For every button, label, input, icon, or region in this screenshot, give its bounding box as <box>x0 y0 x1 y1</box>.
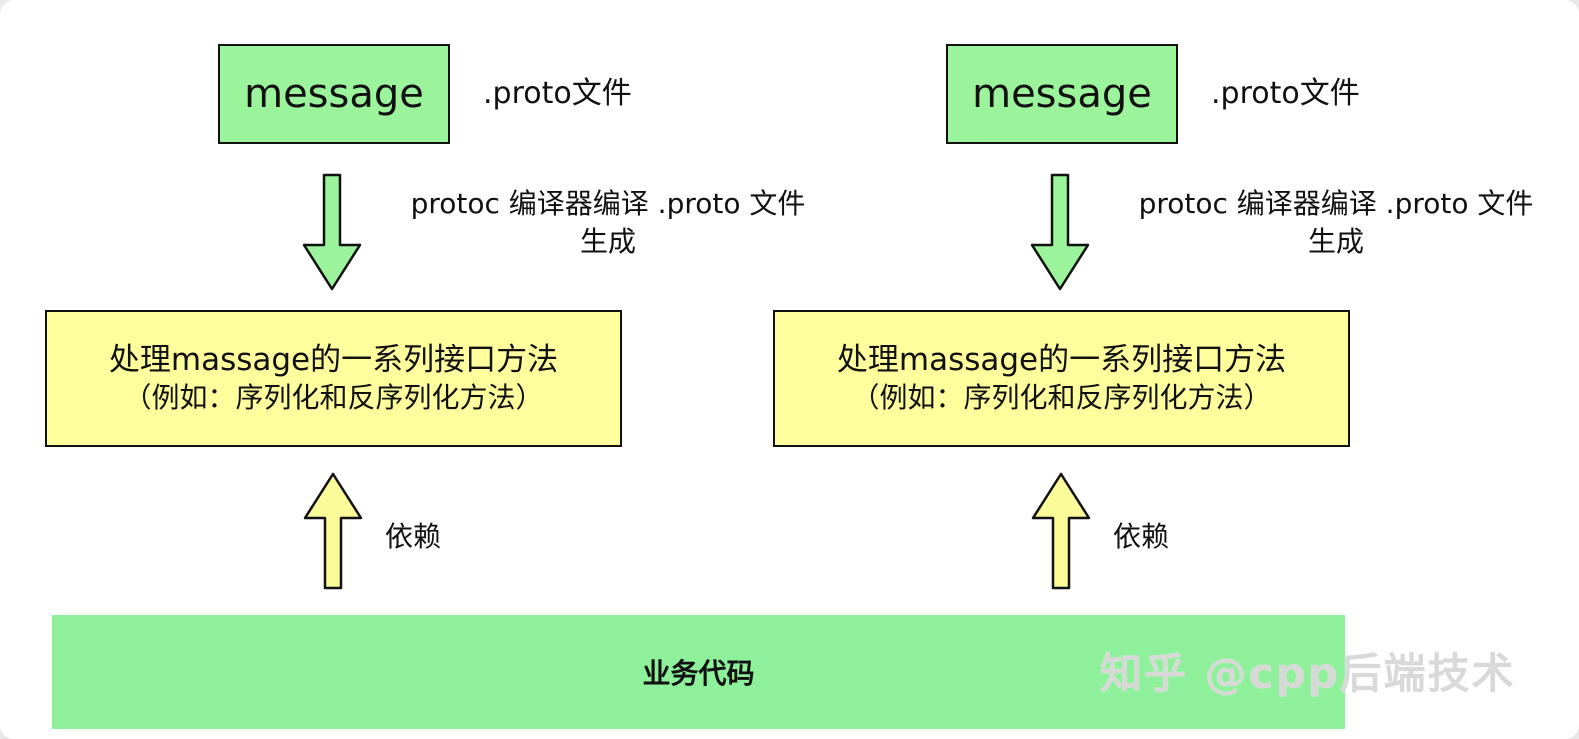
depend-label-right: 依赖 <box>1113 520 1170 553</box>
business-code-box: 业务代码 <box>52 615 1345 729</box>
compile-label-left: protoc 编译器编译 .proto 文件 生成 <box>398 185 818 261</box>
up-arrow-icon-left <box>301 470 365 590</box>
compile-label-right-line1: protoc 编译器编译 .proto 文件 <box>1138 187 1534 220</box>
down-arrow-icon-left <box>300 173 364 293</box>
message-box-right: message <box>946 44 1178 144</box>
message-box-right-label: message <box>972 71 1152 117</box>
message-box-left: message <box>218 44 450 144</box>
interface-box-left-line2: （例如：序列化和反序列化方法） <box>123 381 544 415</box>
interface-box-left-line1: 处理massage的一系列接口方法 <box>108 342 559 379</box>
interface-box-right-line1: 处理massage的一系列接口方法 <box>836 342 1287 379</box>
depend-label-left: 依赖 <box>385 520 442 553</box>
interface-box-right: 处理massage的一系列接口方法 （例如：序列化和反序列化方法） <box>773 310 1350 447</box>
message-box-left-label: message <box>244 71 424 117</box>
business-code-label: 业务代码 <box>642 657 755 690</box>
interface-box-left: 处理massage的一系列接口方法 （例如：序列化和反序列化方法） <box>45 310 622 447</box>
compile-label-left-line1: protoc 编译器编译 .proto 文件 <box>410 187 806 220</box>
proto-file-label-right: .proto文件 <box>1211 76 1360 111</box>
proto-file-label-left: .proto文件 <box>483 76 632 111</box>
compile-label-right-line2: 生成 <box>1307 224 1364 258</box>
compile-label-left-line2: 生成 <box>579 224 636 258</box>
up-arrow-icon-right <box>1029 470 1093 590</box>
interface-box-right-line2: （例如：序列化和反序列化方法） <box>851 381 1272 415</box>
compile-label-right: protoc 编译器编译 .proto 文件 生成 <box>1126 185 1546 261</box>
down-arrow-icon-right <box>1028 173 1092 293</box>
